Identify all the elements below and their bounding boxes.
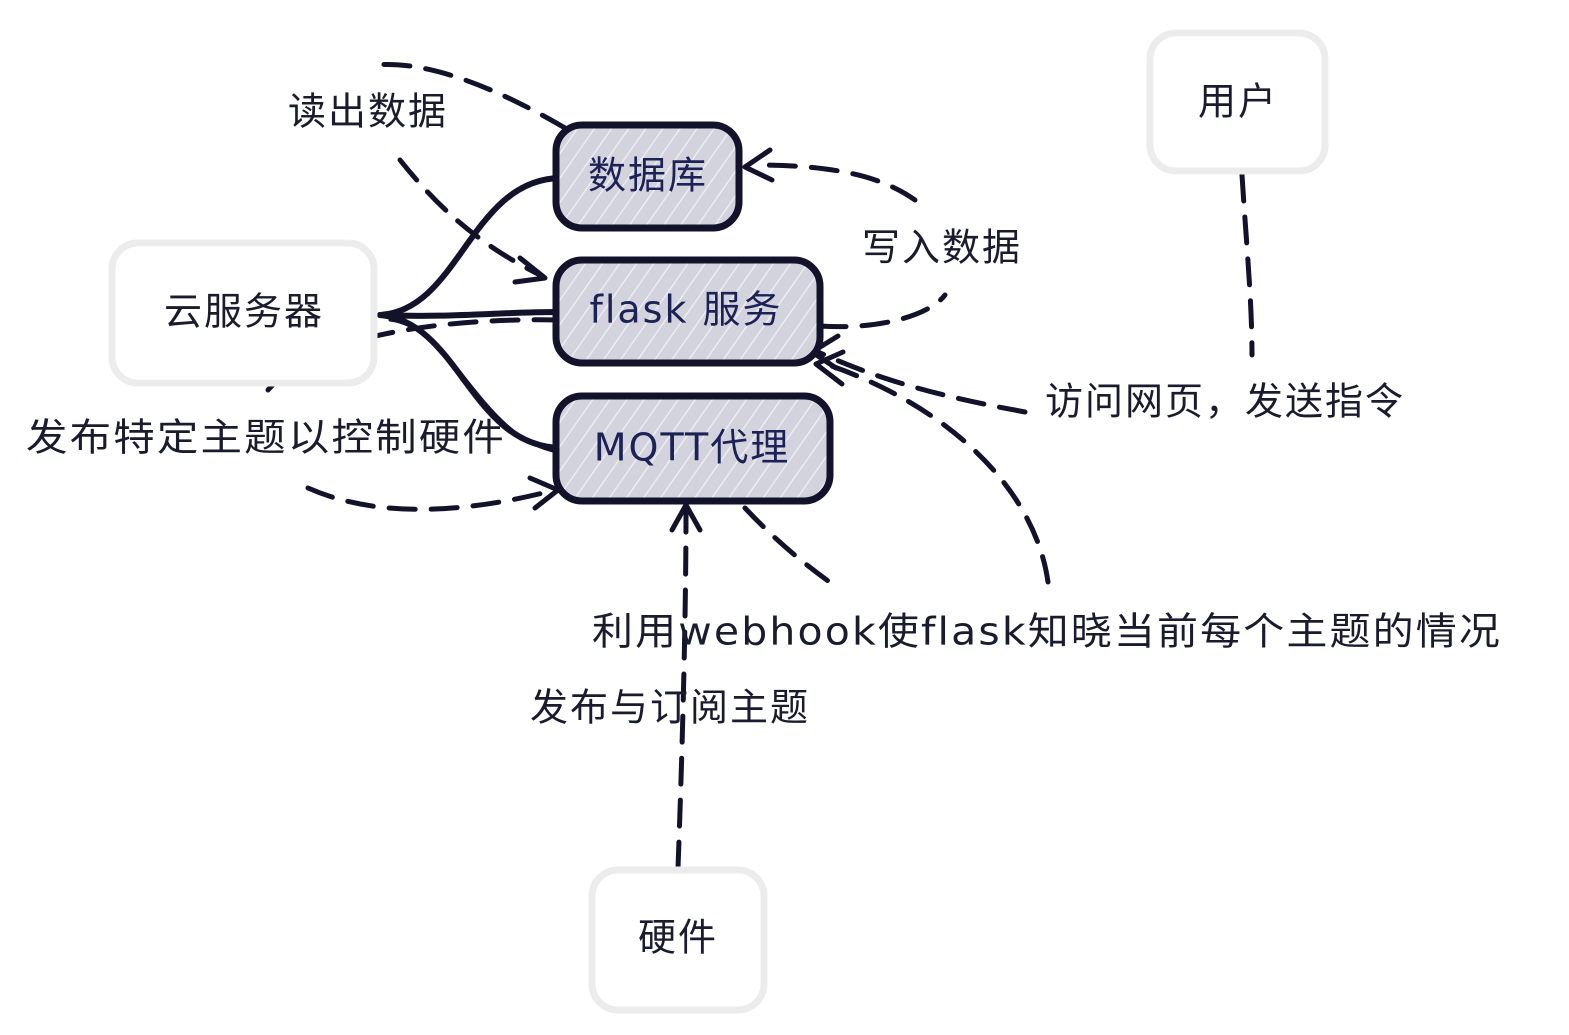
edge-label-pubsub: 发布与订阅主题 [530, 686, 810, 730]
arrowhead-write-data [742, 147, 775, 183]
edge-read-data [372, 61, 568, 278]
node-mqtt-label: MQTT代理 [594, 426, 790, 470]
edge-write-data [752, 162, 948, 330]
edge-cloud-database [377, 175, 563, 318]
edge-label-read-data: 读出数据 [288, 90, 448, 134]
arrowhead-read-data [512, 255, 548, 285]
edge-visit-flask [815, 349, 1028, 415]
node-cloud-server-label: 云服务器 [164, 290, 324, 334]
node-mqtt-box [552, 392, 834, 505]
edge-label-webhook: 利用webhook使flask知晓当前每个主题的情况 [592, 610, 1502, 654]
node-database-box [552, 121, 743, 232]
edge-user-visit [1239, 172, 1255, 358]
edge-webhook [742, 359, 1051, 591]
node-user-label: 用户 [1198, 80, 1278, 124]
arrowhead-webhook [813, 349, 846, 387]
node-flask-label: flask 服务 [589, 288, 782, 332]
edge-hardware-mqtt [675, 509, 689, 871]
arrowhead-hardware-mqtt [669, 502, 703, 533]
node-flask-box [552, 256, 824, 367]
node-hardware-label: 硬件 [638, 916, 718, 960]
node-user-box [1146, 29, 1329, 175]
node-database-label: 数据库 [588, 154, 708, 198]
edge-label-visit-web: 访问网页，发送指令 [1045, 380, 1405, 424]
edge-cloud-flask [377, 309, 561, 319]
node-hardware-box [588, 866, 768, 1014]
edge-label-write-data: 写入数据 [862, 226, 1022, 270]
edge-label-publish-control: 发布特定主题以控制硬件 [26, 416, 506, 460]
node-cloud-server-box [108, 239, 378, 387]
